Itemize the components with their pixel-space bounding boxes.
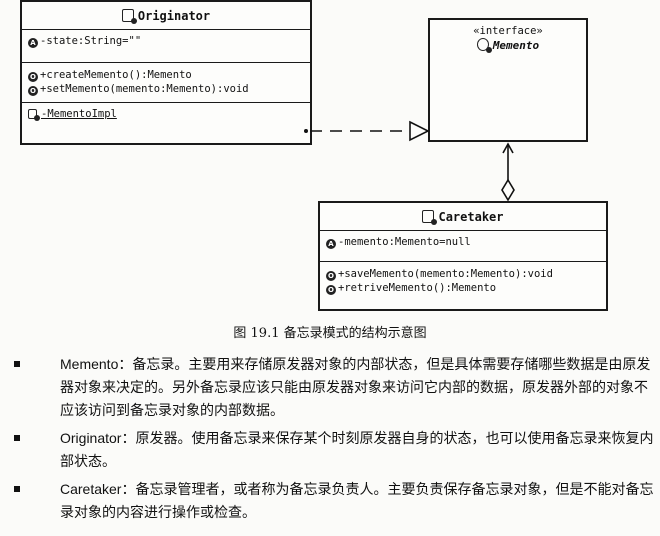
aggregation-arrowhead xyxy=(502,142,514,154)
interface-icon xyxy=(476,38,492,53)
method-row: O+setMemento(memento:Memento):void xyxy=(28,82,304,96)
method-icon: O xyxy=(326,285,336,295)
caretaker-title-row: Caretaker xyxy=(320,203,606,230)
bullet-term: Caretaker xyxy=(60,481,122,497)
inner-class-icon xyxy=(28,109,40,121)
memento-title-row: Memento xyxy=(430,38,586,53)
bullet-text: ：原发器。使用备忘录来保存某个时刻原发器自身的状态，也可以使用备忘录来恢复内部状… xyxy=(60,431,654,470)
class-icon xyxy=(422,210,438,225)
method-row: O+saveMemento(memento:Memento):void xyxy=(326,267,600,281)
list-item: Originator：原发器。使用备忘录来保存某个时刻原发器自身的状态，也可以使… xyxy=(14,427,654,474)
realization-arrowhead xyxy=(409,120,430,142)
originator-class[interactable]: Originator A-state:String="" O+createMem… xyxy=(20,0,312,145)
caretaker-methods: O+saveMemento(memento:Memento):void O+re… xyxy=(320,261,606,299)
bullet-square-icon xyxy=(14,435,20,441)
originator-title: Originator xyxy=(137,9,211,23)
method-row: O+createMemento():Memento xyxy=(28,68,304,82)
figure-caption: 图 19.1 备忘录模式的结构示意图 xyxy=(233,326,427,341)
originator-attributes: A-state:String="" xyxy=(22,29,310,62)
attribute-icon: A xyxy=(28,38,38,48)
list-item: Caretaker：备忘录管理者，或者称为备忘录负责人。主要负责保存备忘录对象，… xyxy=(14,478,654,525)
originator-inner-classes: -MementoImpl xyxy=(22,102,310,125)
originator-methods: O+createMemento():Memento O+setMemento(m… xyxy=(22,62,310,102)
method-row: O+retriveMemento():Memento xyxy=(326,281,600,295)
aggregation-diamond xyxy=(501,178,515,202)
memento-interface[interactable]: «interface» Memento xyxy=(428,18,588,142)
bullet-text: ：备忘录管理者，或者称为备忘录负责人。主要负责保存备忘录对象，但是不能对备忘录对… xyxy=(60,482,654,521)
bullet-text: ：备忘录。主要用来存储原发器对象的内部状态，但是具体需要存储哪些数据是由原发器对… xyxy=(60,357,651,419)
memento-title: Memento xyxy=(492,39,540,52)
method-icon: O xyxy=(326,271,336,281)
bullet-term: Memento xyxy=(60,356,119,372)
originator-title-row: Originator xyxy=(22,2,310,29)
method-icon: O xyxy=(28,86,38,96)
inner-class-row: -MementoImpl xyxy=(28,107,304,121)
attribute-row: A-state:String="" xyxy=(28,34,304,48)
role-description-list: Memento：备忘录。主要用来存储原发器对象的内部状态，但是具体需要存储哪些数… xyxy=(14,353,654,529)
caretaker-title: Caretaker xyxy=(438,210,504,224)
bullet-term: Originator xyxy=(60,430,122,446)
aggregation-connector xyxy=(501,142,515,202)
connector-origin-dot xyxy=(304,129,308,133)
attribute-icon: A xyxy=(326,239,336,249)
bullet-square-icon xyxy=(14,486,20,492)
method-icon: O xyxy=(28,72,38,82)
attribute-row: A-memento:Memento=null xyxy=(326,235,600,249)
caretaker-attributes: A-memento:Memento=null xyxy=(320,230,606,261)
bullet-square-icon xyxy=(14,361,20,367)
caretaker-class[interactable]: Caretaker A-memento:Memento=null O+saveM… xyxy=(318,201,608,311)
memento-stereotype: «interface» xyxy=(473,25,543,37)
list-item: Memento：备忘录。主要用来存储原发器对象的内部状态，但是具体需要存储哪些数… xyxy=(14,353,654,423)
class-icon xyxy=(121,9,137,24)
realization-connector xyxy=(304,120,430,142)
